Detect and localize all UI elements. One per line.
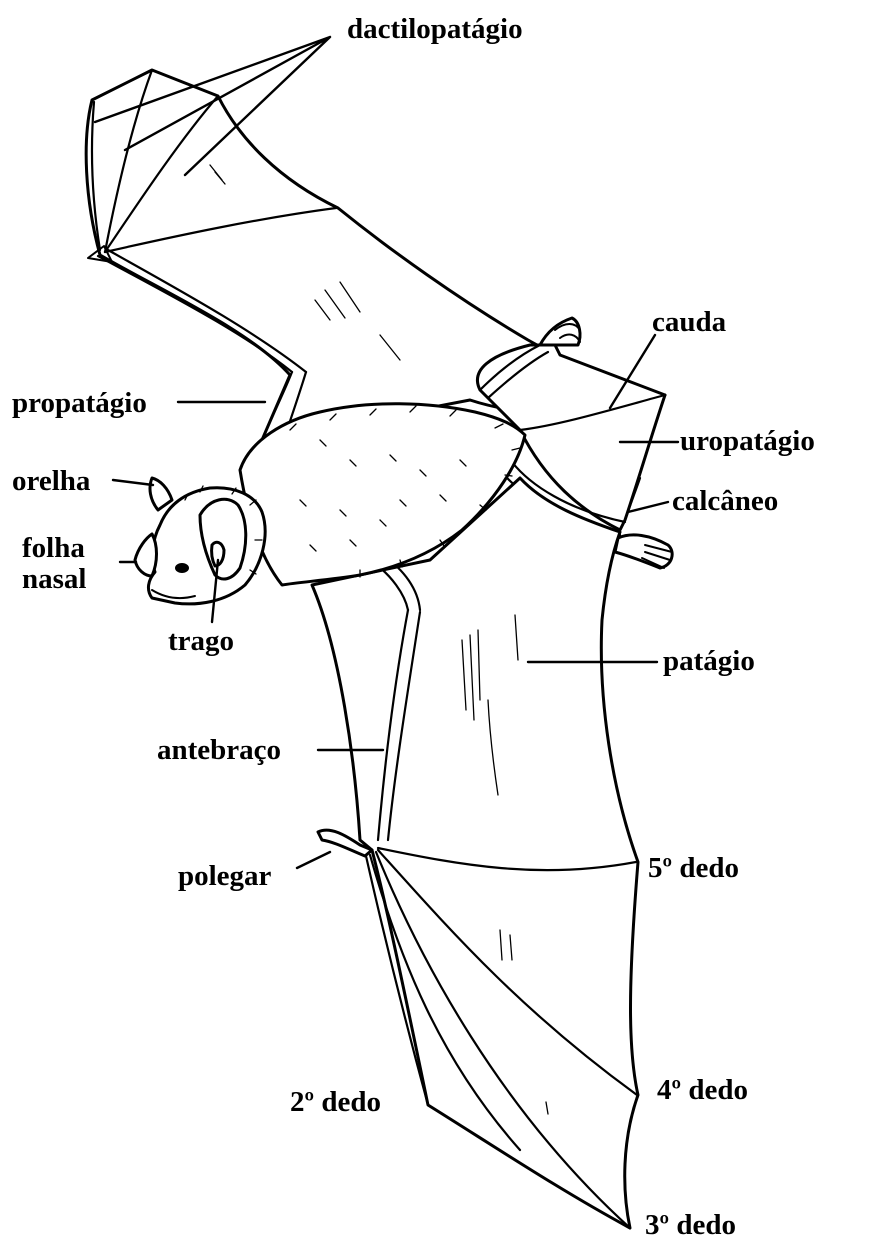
label-dedo5: 5º dedo (648, 852, 739, 884)
label-antebraco: antebraço (157, 734, 281, 766)
label-dedo2: 2º dedo (290, 1086, 381, 1118)
label-cauda: cauda (652, 306, 727, 338)
label-nasal: nasal (22, 563, 86, 595)
eye (175, 563, 189, 573)
label-calcaneo: calcâneo (672, 485, 778, 517)
label-dedo3: 3º dedo (645, 1209, 736, 1241)
nose-leaf (135, 534, 157, 576)
label-polegar: polegar (178, 860, 272, 892)
label-orelha: orelha (12, 465, 91, 497)
far-ear (150, 478, 172, 510)
leader-orelha (113, 480, 153, 485)
label-uropatagio: uropatágio (680, 425, 815, 457)
label-trago: trago (168, 625, 234, 657)
upper-foot (540, 318, 580, 345)
leader-polegar (297, 852, 330, 868)
lower-foot (615, 535, 672, 568)
head (135, 478, 265, 604)
label-patagio: patágio (663, 645, 755, 677)
label-folha: folha (22, 532, 85, 564)
label-dactilopatagio: dactilopatágio (347, 13, 523, 45)
label-propatagio: propatágio (12, 387, 147, 419)
label-dedo4: 4º dedo (657, 1074, 748, 1106)
leader-calcaneo (628, 502, 668, 512)
